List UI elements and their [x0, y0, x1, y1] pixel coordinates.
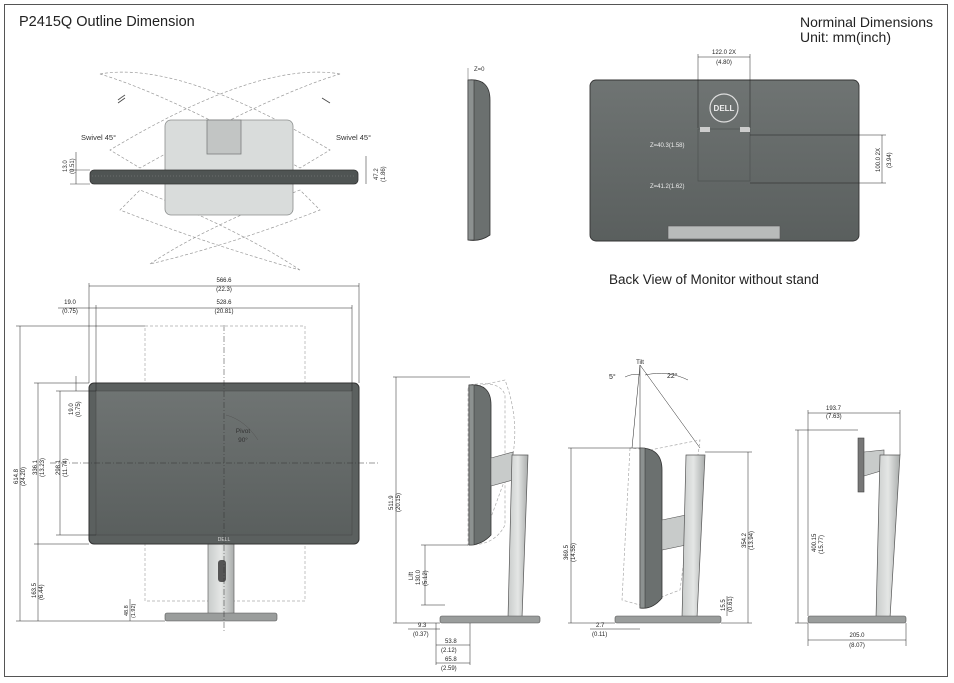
pivot-angle: 90° [238, 436, 248, 444]
stand-height-mm: 400.15 [812, 533, 818, 552]
tilt-foot-in: (0.61) [728, 596, 734, 612]
bezel-top-mm: 19.0 [69, 403, 75, 415]
tilt-base [614, 615, 722, 624]
stand-plate [857, 437, 865, 493]
tilt-angle-back: 22° [667, 372, 678, 380]
bezel-in: (0.75) [62, 309, 78, 315]
z-label-2: Z=41.2(1.62) [650, 184, 685, 190]
tilt-stand [681, 454, 706, 619]
head-height-in: (13.23) [40, 458, 46, 477]
units-line-1: Norminal Dimensions [800, 14, 934, 30]
side-view-top: Z=0 [467, 67, 491, 241]
stand-top-w-in: (7.63) [826, 414, 842, 420]
base-height-in: (1.92) [131, 603, 137, 618]
tilt-stand-mm: 354.2 [742, 532, 748, 548]
top-dim-right-in: (1.86) [381, 166, 387, 182]
vesa-v-in: (3.94) [887, 152, 893, 168]
swivel-outline-right-low [119, 189, 301, 271]
top-view: Swivel 45° Swivel 45° 13.0 (0.51) 47.2 (… [63, 71, 387, 271]
front-view: DELL Pivot 90° 566.6 (22.3) 528.6 (20.81… [14, 278, 380, 632]
pivot-label: Pivot [236, 428, 251, 435]
stand-height-mm: 163.5 [32, 582, 38, 598]
swivel-outline-right [109, 71, 341, 169]
panel-width-mm: 528.6 [216, 300, 232, 306]
lift-d2-in: (2.12) [441, 648, 457, 654]
swivel-right-label: Swivel 45° [336, 133, 371, 142]
back-stand-slot [667, 225, 781, 240]
swivel-outline-left [99, 71, 331, 169]
tilt-offset-mm: 2.7 [596, 623, 605, 629]
stand-height-in: (15.77) [819, 535, 825, 554]
tilt-label: Tilt [636, 360, 644, 366]
tilt-angle-fwd: 5° [609, 373, 616, 381]
lift-label: Lift [409, 572, 415, 580]
back-view-caption: Back View of Monitor without stand [609, 272, 819, 287]
stand-only-neck [875, 454, 901, 619]
lift-height-in: (20.15) [396, 493, 402, 512]
tilt-height-in: (14.55) [571, 543, 577, 562]
side-view-tilt: Tilt 5° 22° 369.5 (14.55) 354.2 (13.94) … [564, 360, 755, 638]
z-label-1: Z=40.3(1.58) [650, 143, 685, 149]
back-view: DELL 122.0 2X (4.80) 100.0 2X (3.94) Z=4… [589, 50, 893, 242]
overall-width-in: (22.3) [216, 287, 232, 293]
z0-label: Z=0 [474, 67, 485, 73]
vesa-area [697, 128, 751, 182]
units-line-2: Unit: mm(inch) [800, 29, 892, 45]
stand-top-w-mm: 193.7 [826, 406, 842, 412]
lift-height-mm: 511.9 [389, 495, 395, 510]
tilt-height-mm: 369.5 [564, 544, 570, 560]
lift-in: (5.12) [423, 570, 429, 586]
page-title: P2415Q Outline Dimension [19, 14, 195, 30]
front-stand-base [164, 612, 278, 622]
base-height-mm: 48.8 [124, 605, 130, 616]
head-height-mm: 336.1 [33, 459, 39, 475]
tilt-stand-in: (13.94) [749, 531, 755, 550]
vesa-v-mm: 100.0 2X [876, 148, 882, 172]
stand-view: 193.7 (7.63) 400.15 (15.77) 205.0 (8.07) [795, 406, 907, 649]
max-height-in: (24.20) [21, 467, 27, 486]
back-logo-ring [709, 93, 739, 123]
max-height-mm: 614.8 [14, 468, 20, 484]
top-dim-left-in: (0.51) [70, 158, 76, 174]
lift-d2-mm: 53.8 [445, 639, 457, 645]
panel-height-mm: 298.1 [56, 459, 62, 475]
tilt-foot-mm: 15.5 [721, 599, 727, 611]
tilt-offset-in: (0.11) [592, 632, 607, 638]
top-dim-left-mm: 13.0 [63, 160, 69, 172]
bezel-mm: 19.0 [64, 300, 76, 306]
vesa-h-mm: 122.0 2X [712, 50, 736, 56]
lift-d1-in: (0.37) [413, 632, 429, 638]
stand-base-w-mm: 205.0 [849, 633, 865, 639]
panel-height-in: (11.74) [63, 458, 69, 477]
stand-neck-top [206, 119, 242, 155]
side-view-lift: 511.9 (20.15) Lift 130.0 (5.12) 9.3 (0.3… [389, 376, 541, 672]
stand-base-w-in: (8.07) [849, 643, 865, 649]
lift-base [439, 615, 541, 624]
panel-width-in: (20.81) [214, 309, 233, 315]
vesa-h-in: (4.80) [716, 60, 732, 66]
overall-width-mm: 566.6 [216, 278, 232, 284]
lift-d1-mm: 9.3 [418, 623, 427, 629]
bezel-top-in: (0.75) [76, 401, 82, 417]
back-logo: DELL [714, 104, 735, 113]
stand-only-base [807, 615, 907, 624]
swivel-outline-left-low [149, 189, 321, 265]
top-dim-right-mm: 47.2 [374, 168, 380, 180]
lift-d3-mm: 65.8 [445, 657, 457, 663]
monitor-top-edge [89, 169, 359, 185]
monitor-back [589, 79, 860, 242]
lift-mm: 130.0 [416, 569, 422, 585]
swivel-left-label: Swivel 45° [81, 133, 116, 142]
stand-height-in: (6.44) [39, 584, 45, 600]
units-note: Norminal Dimensions Unit: mm(inch) [800, 15, 933, 45]
lift-d3-in: (2.59) [441, 666, 457, 672]
